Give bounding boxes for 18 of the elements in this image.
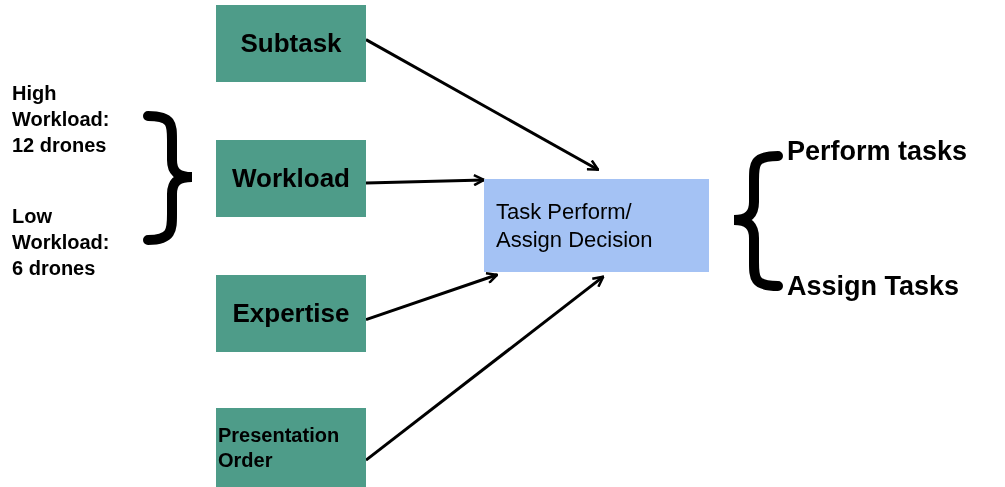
arrow [365, 173, 486, 187]
annotation-text: Low Workload: 6 drones [12, 204, 111, 281]
outcome-text: Assign Tasks [787, 270, 961, 303]
factor-box [216, 275, 366, 352]
node-label: Workload [232, 162, 350, 195]
factor-box [216, 140, 366, 217]
decision-box [484, 179, 709, 272]
node-label: Expertise [232, 297, 350, 330]
node-label: Subtask [240, 27, 342, 60]
arrow [365, 275, 605, 462]
node-label: Presentation Order [218, 422, 341, 473]
annotation-text: High Workload: 12 drones [12, 81, 111, 158]
factor-box [216, 408, 366, 487]
node-label: Task Perform/ Assign Decision [496, 198, 654, 253]
outcome-text: Perform tasks [787, 135, 969, 168]
arrow [365, 38, 600, 171]
arrow [365, 272, 499, 322]
factor-box [216, 5, 366, 82]
